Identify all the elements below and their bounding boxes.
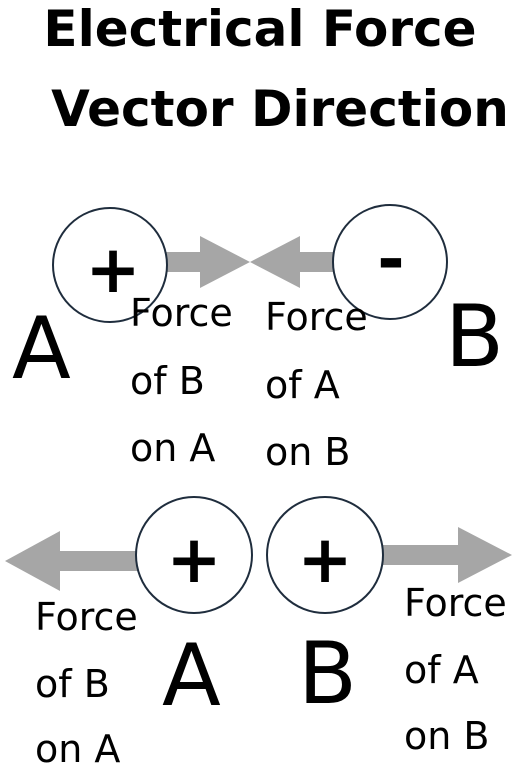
bottom-charge-b-name: B [298,624,357,724]
bottom-force-on-b-arrow [378,527,512,583]
bottom-charge-b-circle [266,496,384,614]
top-charge-b-name: B [445,287,504,387]
bottom-label-right-line-3: on B [404,714,489,758]
bottom-charge-a-name: A [162,626,221,726]
top-charge-a-sign: + [85,231,140,308]
top-force-on-a-arrow [165,236,250,288]
bottom-label-left-line-2: of B [35,662,110,706]
bottom-label-right-line-1: Force [404,581,507,625]
top-charge-b-circle [332,204,448,320]
bottom-scene: + + A B Force of B on A Force of A on B [5,496,512,770]
bottom-charge-a-sign: + [166,521,221,598]
top-force-on-b-arrow [250,236,335,288]
top-label-right-line-1: Force [265,295,368,339]
top-label-right-line-2: of A [265,363,340,407]
top-charge-a-name: A [12,299,71,399]
bottom-label-right-line-2: of A [404,648,479,692]
bottom-label-left-line-1: Force [35,595,138,639]
top-label-left-line-2: of B [130,359,205,403]
top-label-left-line-3: on A [130,426,215,470]
top-charge-b-sign: - [377,221,404,298]
bottom-force-on-a-arrow [5,531,140,591]
top-scene: + - A B Force of B on A Force of A on B [12,204,504,474]
title-line-1: Electrical Force [43,0,476,58]
bottom-label-left-line-3: on A [35,727,120,770]
title-line-2: Vector Direction [51,80,509,138]
bottom-charge-b-sign: + [297,521,352,598]
top-label-left-line-1: Force [130,291,233,335]
top-label-right-line-3: on B [265,430,350,474]
top-charge-a-circle [52,207,168,323]
bottom-charge-a-circle [135,496,253,614]
